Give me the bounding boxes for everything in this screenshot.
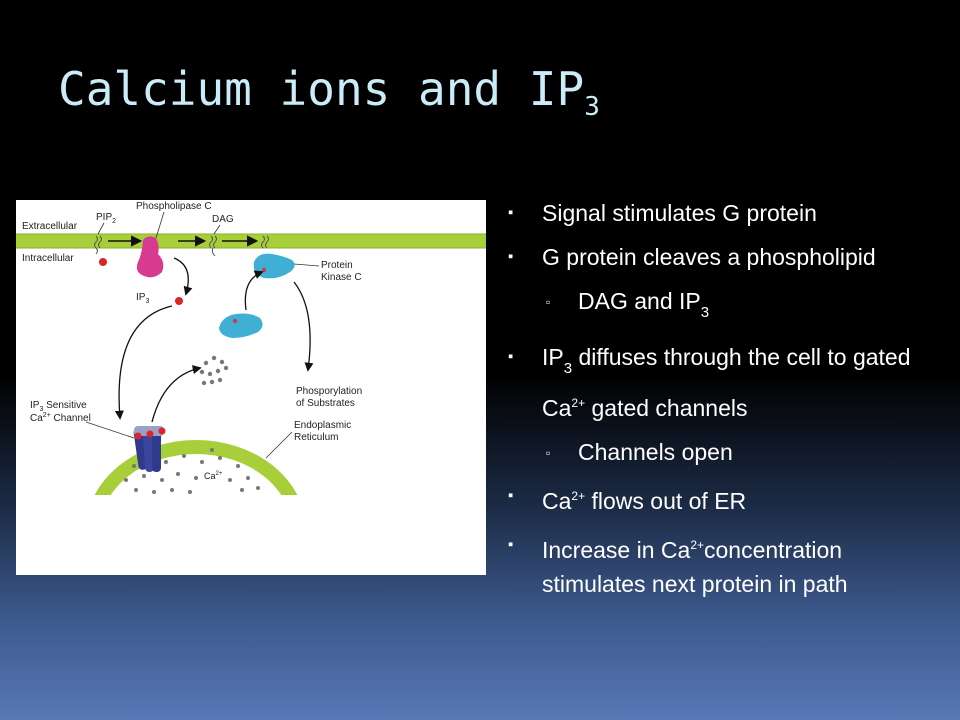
bullet-text-rest: flows out of ER — [585, 488, 747, 514]
bullet-subscript: 3 — [563, 360, 573, 377]
subbullet-text: DAG and IP — [578, 288, 701, 314]
bullet-cleaves: ▪ G protein cleaves a phospholipid — [506, 240, 926, 274]
bullet-marker-icon: ▪ — [508, 487, 514, 504]
arrow-plc-to-ip3 — [173, 257, 193, 296]
bullet-superscript: 2+ — [571, 396, 586, 410]
bullet-superscript: 2+ — [690, 538, 704, 552]
subbullet-dag-ip3: ▫ DAG and IP3 — [506, 284, 926, 330]
arrow-to-phosphorylation — [293, 281, 314, 372]
bullet-text: diffuses through the cell to gated Ca — [542, 344, 911, 421]
title-subscript: 3 — [584, 92, 600, 122]
bullet-increase-ca: ▪ Increase in Ca2+concentration stimulat… — [506, 528, 926, 601]
diagram-svg: Extracellular Intracellular PIP2 Phospho… — [16, 201, 486, 575]
label-phosphorylation-1: Phosporylation — [296, 386, 362, 397]
bullet-ip3-diffuses: ▪ IP3 diffuses through the cell to gated… — [506, 340, 926, 425]
bullet-text-base: Ca — [542, 488, 572, 514]
ip3-channel — [133, 426, 166, 472]
label-ca-er: Ca2+ — [204, 471, 223, 481]
bullet-text-rest: concentration stimulates next protein in… — [542, 537, 848, 597]
signaling-diagram: Extracellular Intracellular PIP2 Phospho… — [16, 200, 486, 575]
label-pip2: PIP2 — [96, 212, 116, 225]
label-er-2: Reticulum — [294, 432, 338, 443]
label-er-1: Endoplasmic — [294, 420, 351, 431]
label-ip3-sensitive: IP3 Sensitive — [30, 400, 87, 413]
phospholipase-c-protein — [136, 236, 164, 278]
label-protein-kinase-c-1: Protein — [321, 260, 353, 271]
phospholipid-squiggles — [94, 235, 269, 257]
subbullet-channels-open: ▫ Channels open — [506, 435, 926, 469]
label-extracellular: Extracellular — [22, 221, 78, 232]
label-protein-kinase-c-2: Kinase C — [321, 272, 362, 283]
bullet-marker-icon: ▪ — [508, 204, 514, 221]
label-ip3: IP3 — [136, 292, 149, 305]
bullet-superscript: 2+ — [571, 489, 586, 503]
protein-kinase-c-cytosol — [219, 313, 263, 338]
subbullet-text: Channels open — [578, 439, 733, 465]
bullet-text: G protein cleaves a phospholipid — [542, 244, 876, 270]
subbullet-marker-icon: ▫ — [546, 446, 551, 460]
label-intracellular: Intracellular — [22, 253, 74, 264]
subbullet-subscript: 3 — [700, 304, 710, 321]
bullet-text-base: IP — [542, 344, 564, 370]
arrow-channel-to-ca — [151, 365, 202, 423]
arrow-pkc-to-membrane — [244, 270, 264, 311]
ip3-molecule-1 — [99, 258, 107, 266]
arrow-ip3-to-channel — [114, 305, 173, 420]
subbullet-marker-icon: ▫ — [546, 295, 551, 309]
bullet-ca-flows: ▪ Ca2+ flows out of ER — [506, 479, 926, 518]
label-ca-channel: Ca2+ Channel — [30, 412, 91, 424]
protein-kinase-c-membrane — [253, 253, 295, 279]
bullet-marker-icon: ▪ — [508, 348, 514, 365]
label-dag: DAG — [212, 214, 234, 225]
bullet-marker-icon: ▪ — [508, 248, 514, 265]
bullet-list: ▪ Signal stimulates G protein ▪ G protei… — [506, 196, 926, 611]
released-ca-ions — [199, 355, 229, 386]
bullet-text-base: Increase in Ca — [542, 537, 691, 563]
title-main: Calcium ions and IP — [58, 62, 585, 116]
bullet-text: Signal stimulates G protein — [542, 200, 817, 226]
label-phosphorylation-2: of Substrates — [296, 398, 355, 409]
slide-title: Calcium ions and IP3 — [58, 62, 600, 122]
bullet-signal: ▪ Signal stimulates G protein — [506, 196, 926, 230]
label-phospholipase-c: Phospholipase C — [136, 201, 212, 212]
bullet-text-rest: gated channels — [585, 395, 748, 421]
bullet-marker-icon: ▪ — [508, 536, 514, 553]
ip3-molecule-2 — [175, 297, 183, 305]
